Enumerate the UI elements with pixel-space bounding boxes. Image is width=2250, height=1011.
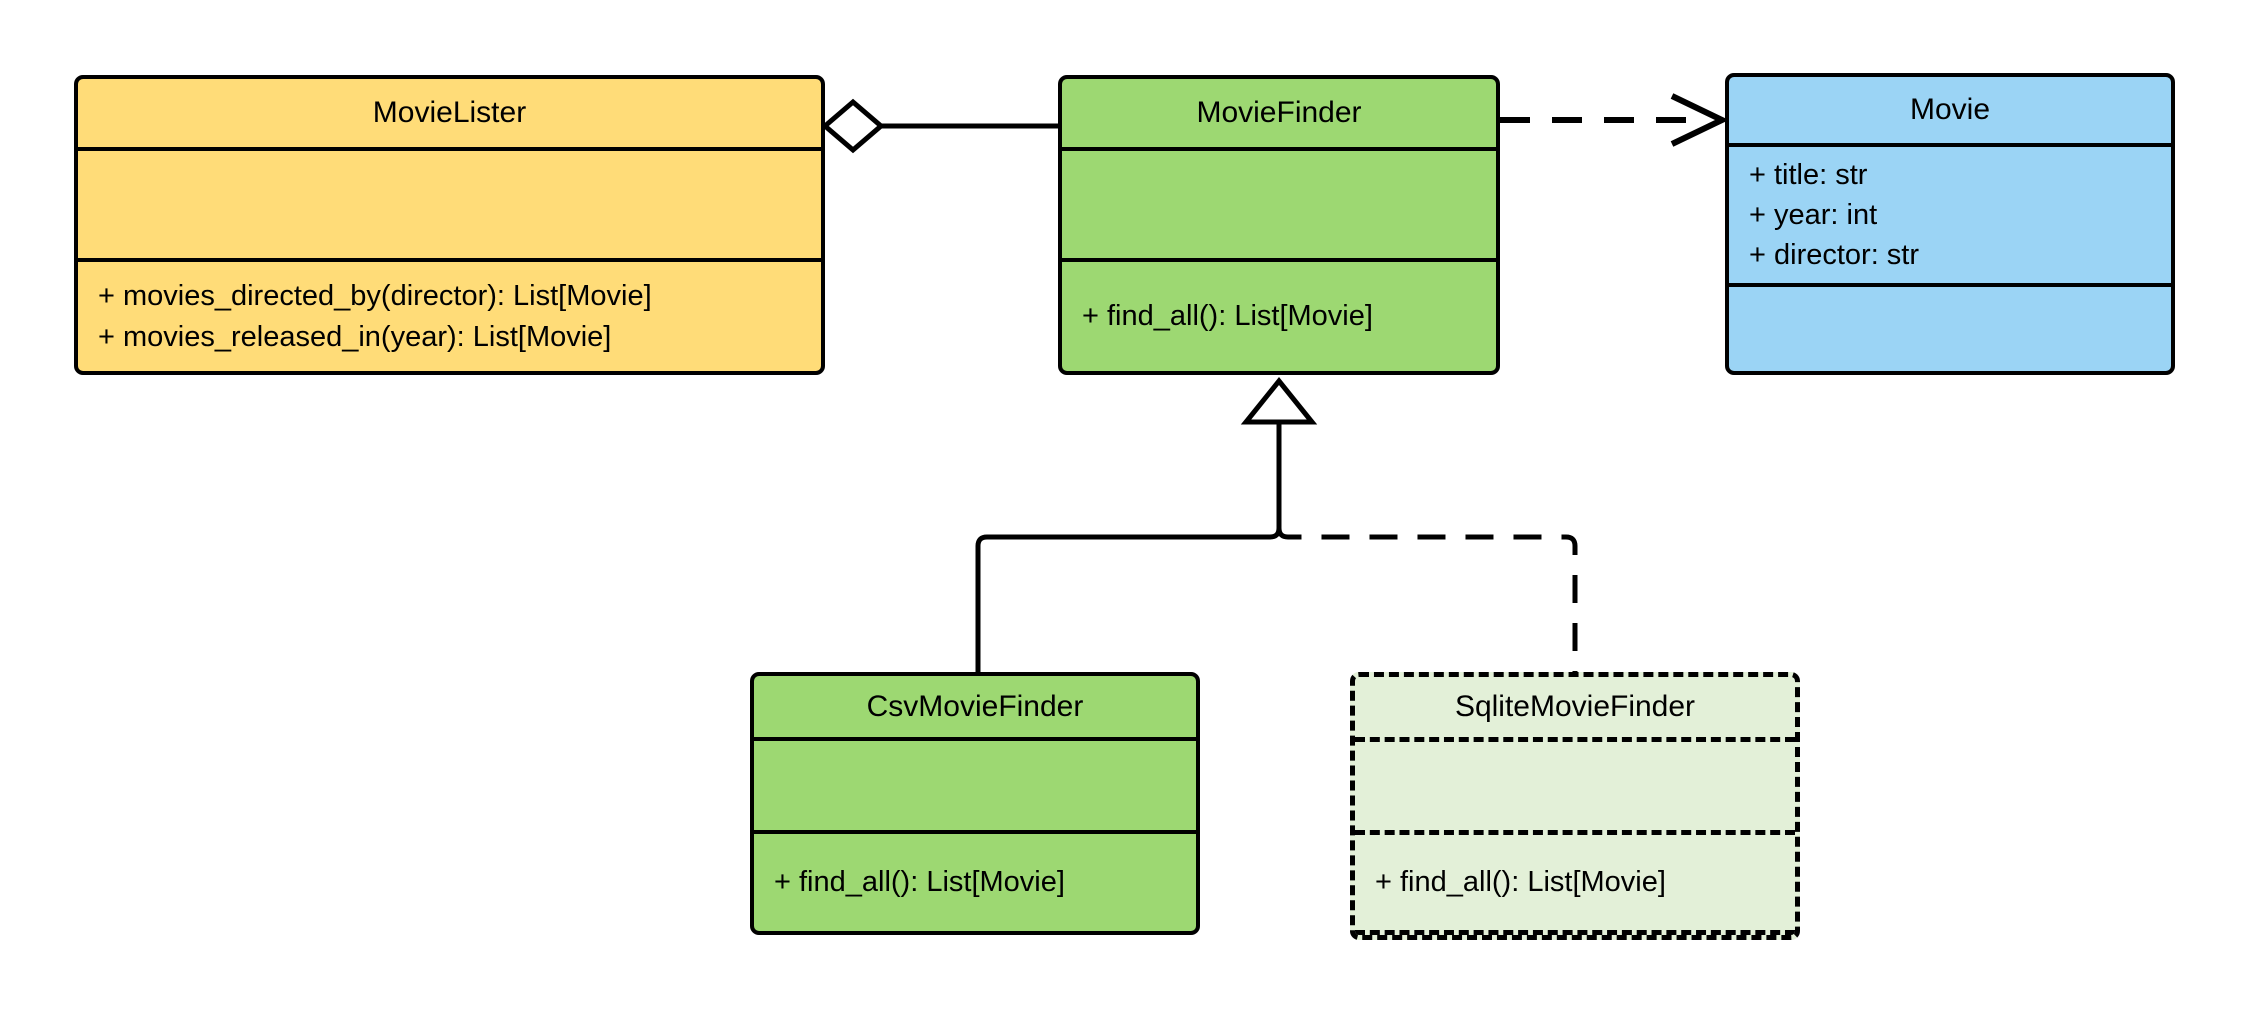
methods-compartment: + find_all(): List[Movie]: [1062, 262, 1496, 371]
methods-compartment: [1729, 287, 2171, 371]
class-name-compartment: MovieLister: [78, 79, 821, 151]
method-item: + find_all(): List[Movie]: [1375, 866, 1666, 899]
attribute-item: + year: int: [1749, 198, 1878, 231]
class-name-compartment: CsvMovieFinder: [754, 676, 1196, 741]
class-name-compartment: Movie: [1729, 77, 2171, 147]
class-title-movie-lister: MovieLister: [372, 96, 527, 129]
method-item: + find_all(): List[Movie]: [1082, 300, 1373, 333]
methods-compartment: + movies_directed_by(director): List[Mov…: [78, 262, 821, 371]
method-item: + movies_directed_by(director): List[Mov…: [98, 280, 652, 313]
attribute-item: + director: str: [1749, 239, 1920, 271]
class-name-compartment: MovieFinder: [1062, 79, 1496, 151]
generalization-branch-sqlite: [1276, 527, 1578, 672]
attribute-item: + title: str: [1749, 158, 1868, 191]
hollow-triangle-marker: [1240, 377, 1318, 425]
class-name-compartment: SqliteMovieFinder: [1355, 677, 1795, 742]
generalization-branch-csv: [975, 516, 1282, 672]
attributes-compartment: [1355, 742, 1795, 835]
attributes-compartment: [78, 151, 821, 262]
method-item: + movies_released_in(year): List[Movie]: [98, 320, 612, 353]
methods-compartment: + find_all(): List[Movie]: [754, 834, 1196, 931]
attributes-compartment: [1062, 151, 1496, 262]
method-item: + find_all(): List[Movie]: [774, 866, 1065, 899]
edge-dependency-finder-movie: [1500, 93, 1729, 147]
open-arrow-marker: [1670, 93, 1729, 147]
edge-aggregation-lister-finder: [821, 98, 1058, 154]
hollow-diamond-marker: [821, 98, 885, 154]
methods-compartment: + find_all(): List[Movie]: [1355, 835, 1795, 935]
edge-generalization-tree: [975, 377, 1578, 672]
class-box-csv-movie-finder[interactable]: CsvMovieFinder + find_all(): List[Movie]: [750, 672, 1200, 935]
class-box-movie-finder[interactable]: MovieFinder + find_all(): List[Movie]: [1058, 75, 1500, 375]
class-box-movie-lister[interactable]: MovieLister + movies_directed_by(directo…: [74, 75, 825, 375]
class-title-sqlite-movie-finder: SqliteMovieFinder: [1454, 690, 1696, 723]
class-title-movie-finder: MovieFinder: [1196, 96, 1362, 129]
class-title-csv-movie-finder: CsvMovieFinder: [866, 689, 1084, 723]
class-box-movie[interactable]: Movie + title: str + year: int + directo…: [1725, 73, 2175, 375]
attributes-compartment: + title: str + year: int + director: str: [1729, 147, 2171, 287]
class-box-sqlite-movie-finder[interactable]: SqliteMovieFinder + find_all(): List[Mov…: [1350, 672, 1800, 940]
attributes-compartment: [754, 741, 1196, 834]
class-title-movie: Movie: [1909, 93, 1991, 126]
